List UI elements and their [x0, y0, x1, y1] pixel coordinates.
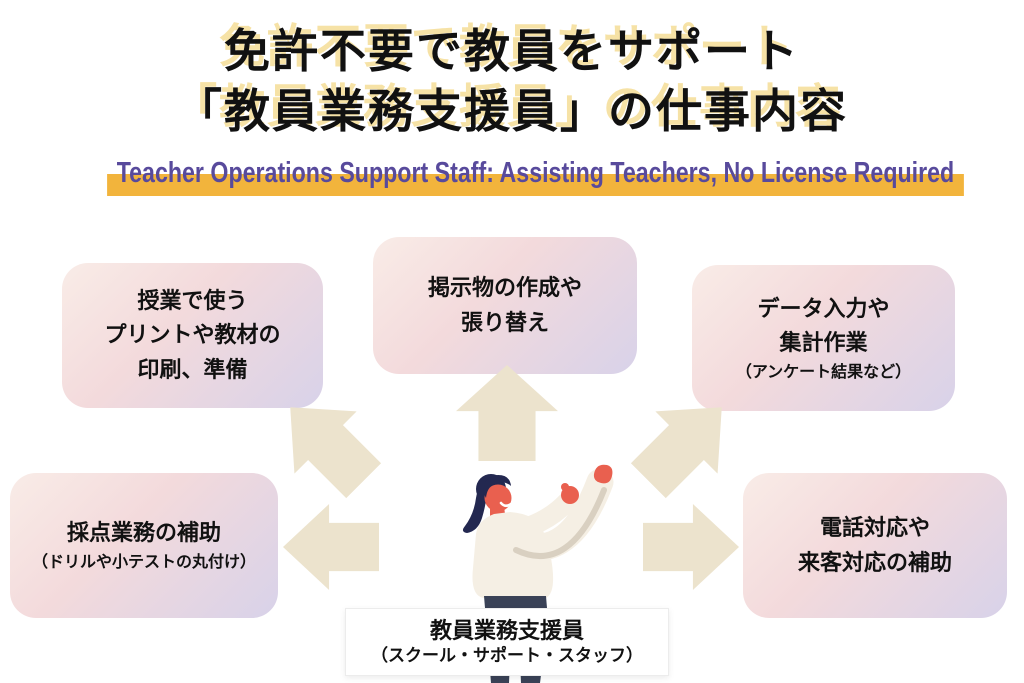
arm-raised [492, 468, 614, 561]
task-note: （ドリルや小テストの丸付け） [31, 554, 256, 572]
arrow-left-icon [283, 504, 379, 590]
arm-bent [498, 492, 577, 542]
hair-fringe [483, 475, 511, 498]
title-line-2: 「教員業務支援員」の仕事内容 [176, 84, 848, 137]
hand-raised [593, 464, 613, 484]
subtitle-row: Teacher Operations Support Staff: Assist… [0, 157, 1024, 197]
arrow-up-icon [456, 365, 558, 461]
task-box-phone-reception: 電話対応や 来客対応の補助 [743, 473, 1007, 618]
task-text: 電話対応や [819, 515, 930, 541]
arrow-right-icon [643, 504, 739, 590]
smile [499, 501, 513, 508]
title-line-1: 免許不要で教員をサポート [224, 25, 800, 77]
task-text: 授業で使う [137, 288, 248, 314]
task-box-print-materials: 授業で使う プリントや教材の 印刷、準備 [62, 263, 323, 408]
task-text: 採点業務の補助 [66, 520, 221, 546]
role-name: 教員業務支援員 [429, 618, 584, 644]
task-box-data-entry: データ入力や 集計作業 （アンケート結果など） [692, 265, 955, 411]
arm-shading [513, 487, 607, 559]
center-role-label: 教員業務支援員 （スクール・サポート・スタッフ） [345, 608, 669, 676]
task-box-bulletin-posting: 掲示物の作成や 張り替え [373, 237, 637, 374]
subtitle-highlighted-text: Teacher Operations Support Staff: Assist… [107, 157, 964, 197]
task-text: 張り替え [460, 309, 549, 335]
role-alias: （スクール・サポート・スタッフ） [371, 645, 643, 665]
task-text: 来客対応の補助 [797, 549, 952, 575]
task-text: 印刷、準備 [137, 356, 248, 382]
page-title: 免許不要で教員をサポート 「教員業務支援員」の仕事内容 [0, 22, 1024, 142]
task-box-grading-help: 採点業務の補助 （ドリルや小テストの丸付け） [10, 473, 278, 618]
task-text: 集計作業 [779, 329, 868, 355]
hand-thumb [561, 483, 569, 491]
task-text: データ入力や [757, 295, 890, 321]
task-text: プリントや教材の [104, 322, 281, 348]
task-note: （アンケート結果など） [735, 363, 912, 381]
task-text: 掲示物の作成や [427, 275, 582, 301]
